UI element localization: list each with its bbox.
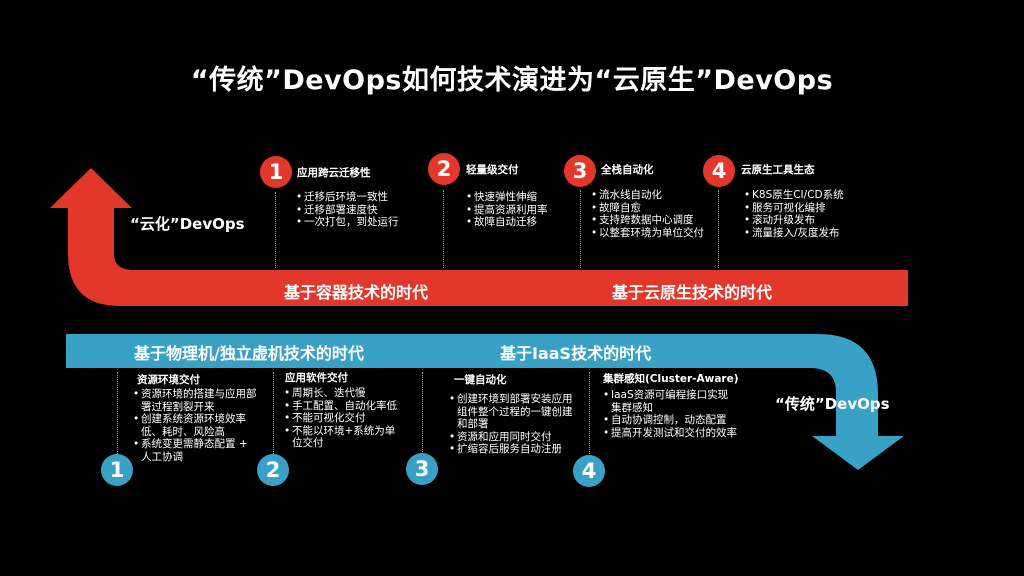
divider (273, 372, 274, 456)
bottom-stage-2-heading: 应用软件交付 (285, 372, 348, 384)
list-item: 流水线自动化 (591, 189, 711, 202)
page-title: “传统”DevOps如何技术演进为“云原生”DevOps (190, 65, 834, 96)
divider (422, 372, 423, 456)
list-item: 故障自愈 (591, 202, 711, 215)
list-item: 周期长、迭代慢 (284, 387, 402, 400)
list-item: 流量接入/灰度发布 (744, 227, 872, 240)
list-item: 系统变更需静态配置 + 人工协调 (133, 438, 261, 463)
top-stage-1-heading: 应用跨云迁移性 (297, 167, 371, 179)
list-item: 提高开发测试和交付的效率 (603, 427, 738, 440)
bottom-stage-1-number: 1 (101, 454, 133, 486)
era-container: 基于容器技术的时代 (284, 283, 429, 302)
list-item: 创建环境到部署安装应用组件整个过程的一键创建和部署 (449, 393, 581, 431)
divider (443, 190, 444, 268)
top-stage-2-list: 快速弹性伸缩 提高资源利用率 故障自动迁移 (466, 191, 574, 229)
bottom-stage-3-heading: 一键自动化 (454, 374, 507, 386)
list-item: IaaS资源可编程接口实现集群感知 (603, 389, 738, 414)
cloud-devops-label: “云化”DevOps (130, 215, 245, 233)
divider (117, 372, 118, 456)
era-iaas: 基于IaaS技术的时代 (500, 344, 652, 363)
list-item: 提高资源利用率 (466, 204, 574, 217)
top-stage-4-number: 4 (703, 155, 735, 187)
divider (580, 190, 581, 268)
divider (589, 372, 590, 456)
list-item: 资源和应用同时交付 (449, 431, 581, 444)
list-item: 自动协调控制，动态配置 (603, 414, 738, 427)
bottom-stage-4-number: 4 (573, 455, 605, 487)
top-stage-2-heading: 轻量级交付 (466, 164, 519, 176)
blue-band-arrow (66, 334, 904, 470)
list-item: 一次打包，到处运行 (296, 216, 424, 229)
era-cloud-native: 基于云原生技术的时代 (612, 283, 773, 302)
bottom-stage-4-list: IaaS资源可编程接口实现集群感知 自动协调控制，动态配置 提高开发测试和交付的… (603, 389, 738, 439)
top-stage-1-list: 迁移后环境一致性 迁移部署速度快 一次打包，到处运行 (296, 191, 424, 229)
list-item: 滚动升级发布 (744, 214, 872, 227)
list-item: 资源环境的搭建与应用部署过程割裂开来 (133, 388, 261, 413)
traditional-devops-label: “传统”DevOps (775, 395, 890, 413)
list-item: 故障自动迁移 (466, 216, 574, 229)
bottom-stage-1-heading: 资源环境交付 (137, 374, 200, 386)
bottom-stage-4-heading: 集群感知(Cluster-Aware) (603, 373, 739, 385)
list-item: 不能以环境+系统为单位交付 (284, 425, 402, 450)
list-item: 支持跨数据中心调度 (591, 214, 711, 227)
list-item: 快速弹性伸缩 (466, 191, 574, 204)
top-stage-4-list: K8S原生CI/CD系统 服务可视化编排 滚动升级发布 流量接入/灰度发布 (744, 189, 872, 239)
top-stage-3-heading: 全栈自动化 (601, 164, 654, 176)
list-item: 扩缩容后服务自动注册 (449, 443, 581, 456)
list-item: 创建系统资源环境效率低、耗时、风险高 (133, 413, 261, 438)
list-item: 以整套环境为单位交付 (591, 227, 711, 240)
list-item: K8S原生CI/CD系统 (744, 189, 872, 202)
top-stage-3-list: 流水线自动化 故障自愈 支持跨数据中心调度 以整套环境为单位交付 (591, 189, 711, 239)
list-item: 迁移后环境一致性 (296, 191, 424, 204)
list-item: 服务可视化编排 (744, 202, 872, 215)
era-physical-vm: 基于物理机/独立虚机技术的时代 (134, 344, 364, 363)
list-item: 迁移部署速度快 (296, 204, 424, 217)
top-stage-2-number: 2 (428, 153, 460, 185)
bottom-stage-1-list: 资源环境的搭建与应用部署过程割裂开来 创建系统资源环境效率低、耗时、风险高 系统… (133, 388, 261, 464)
bottom-stage-2-list: 周期长、迭代慢 手工配置、自动化率低 不能可视化交付 不能以环境+系统为单位交付 (284, 387, 402, 450)
divider (275, 192, 276, 268)
red-band-arrow (50, 168, 908, 306)
list-item: 手工配置、自动化率低 (284, 400, 402, 413)
bottom-stage-3-number: 3 (406, 453, 438, 485)
top-stage-3-number: 3 (564, 155, 596, 187)
top-stage-4-heading: 云原生工具生态 (741, 164, 815, 176)
top-stage-1-number: 1 (260, 156, 292, 188)
divider (718, 190, 719, 268)
list-item: 不能可视化交付 (284, 412, 402, 425)
bottom-stage-2-number: 2 (257, 454, 289, 486)
bottom-stage-3-list: 创建环境到部署安装应用组件整个过程的一键创建和部署 资源和应用同时交付 扩缩容后… (449, 393, 581, 456)
